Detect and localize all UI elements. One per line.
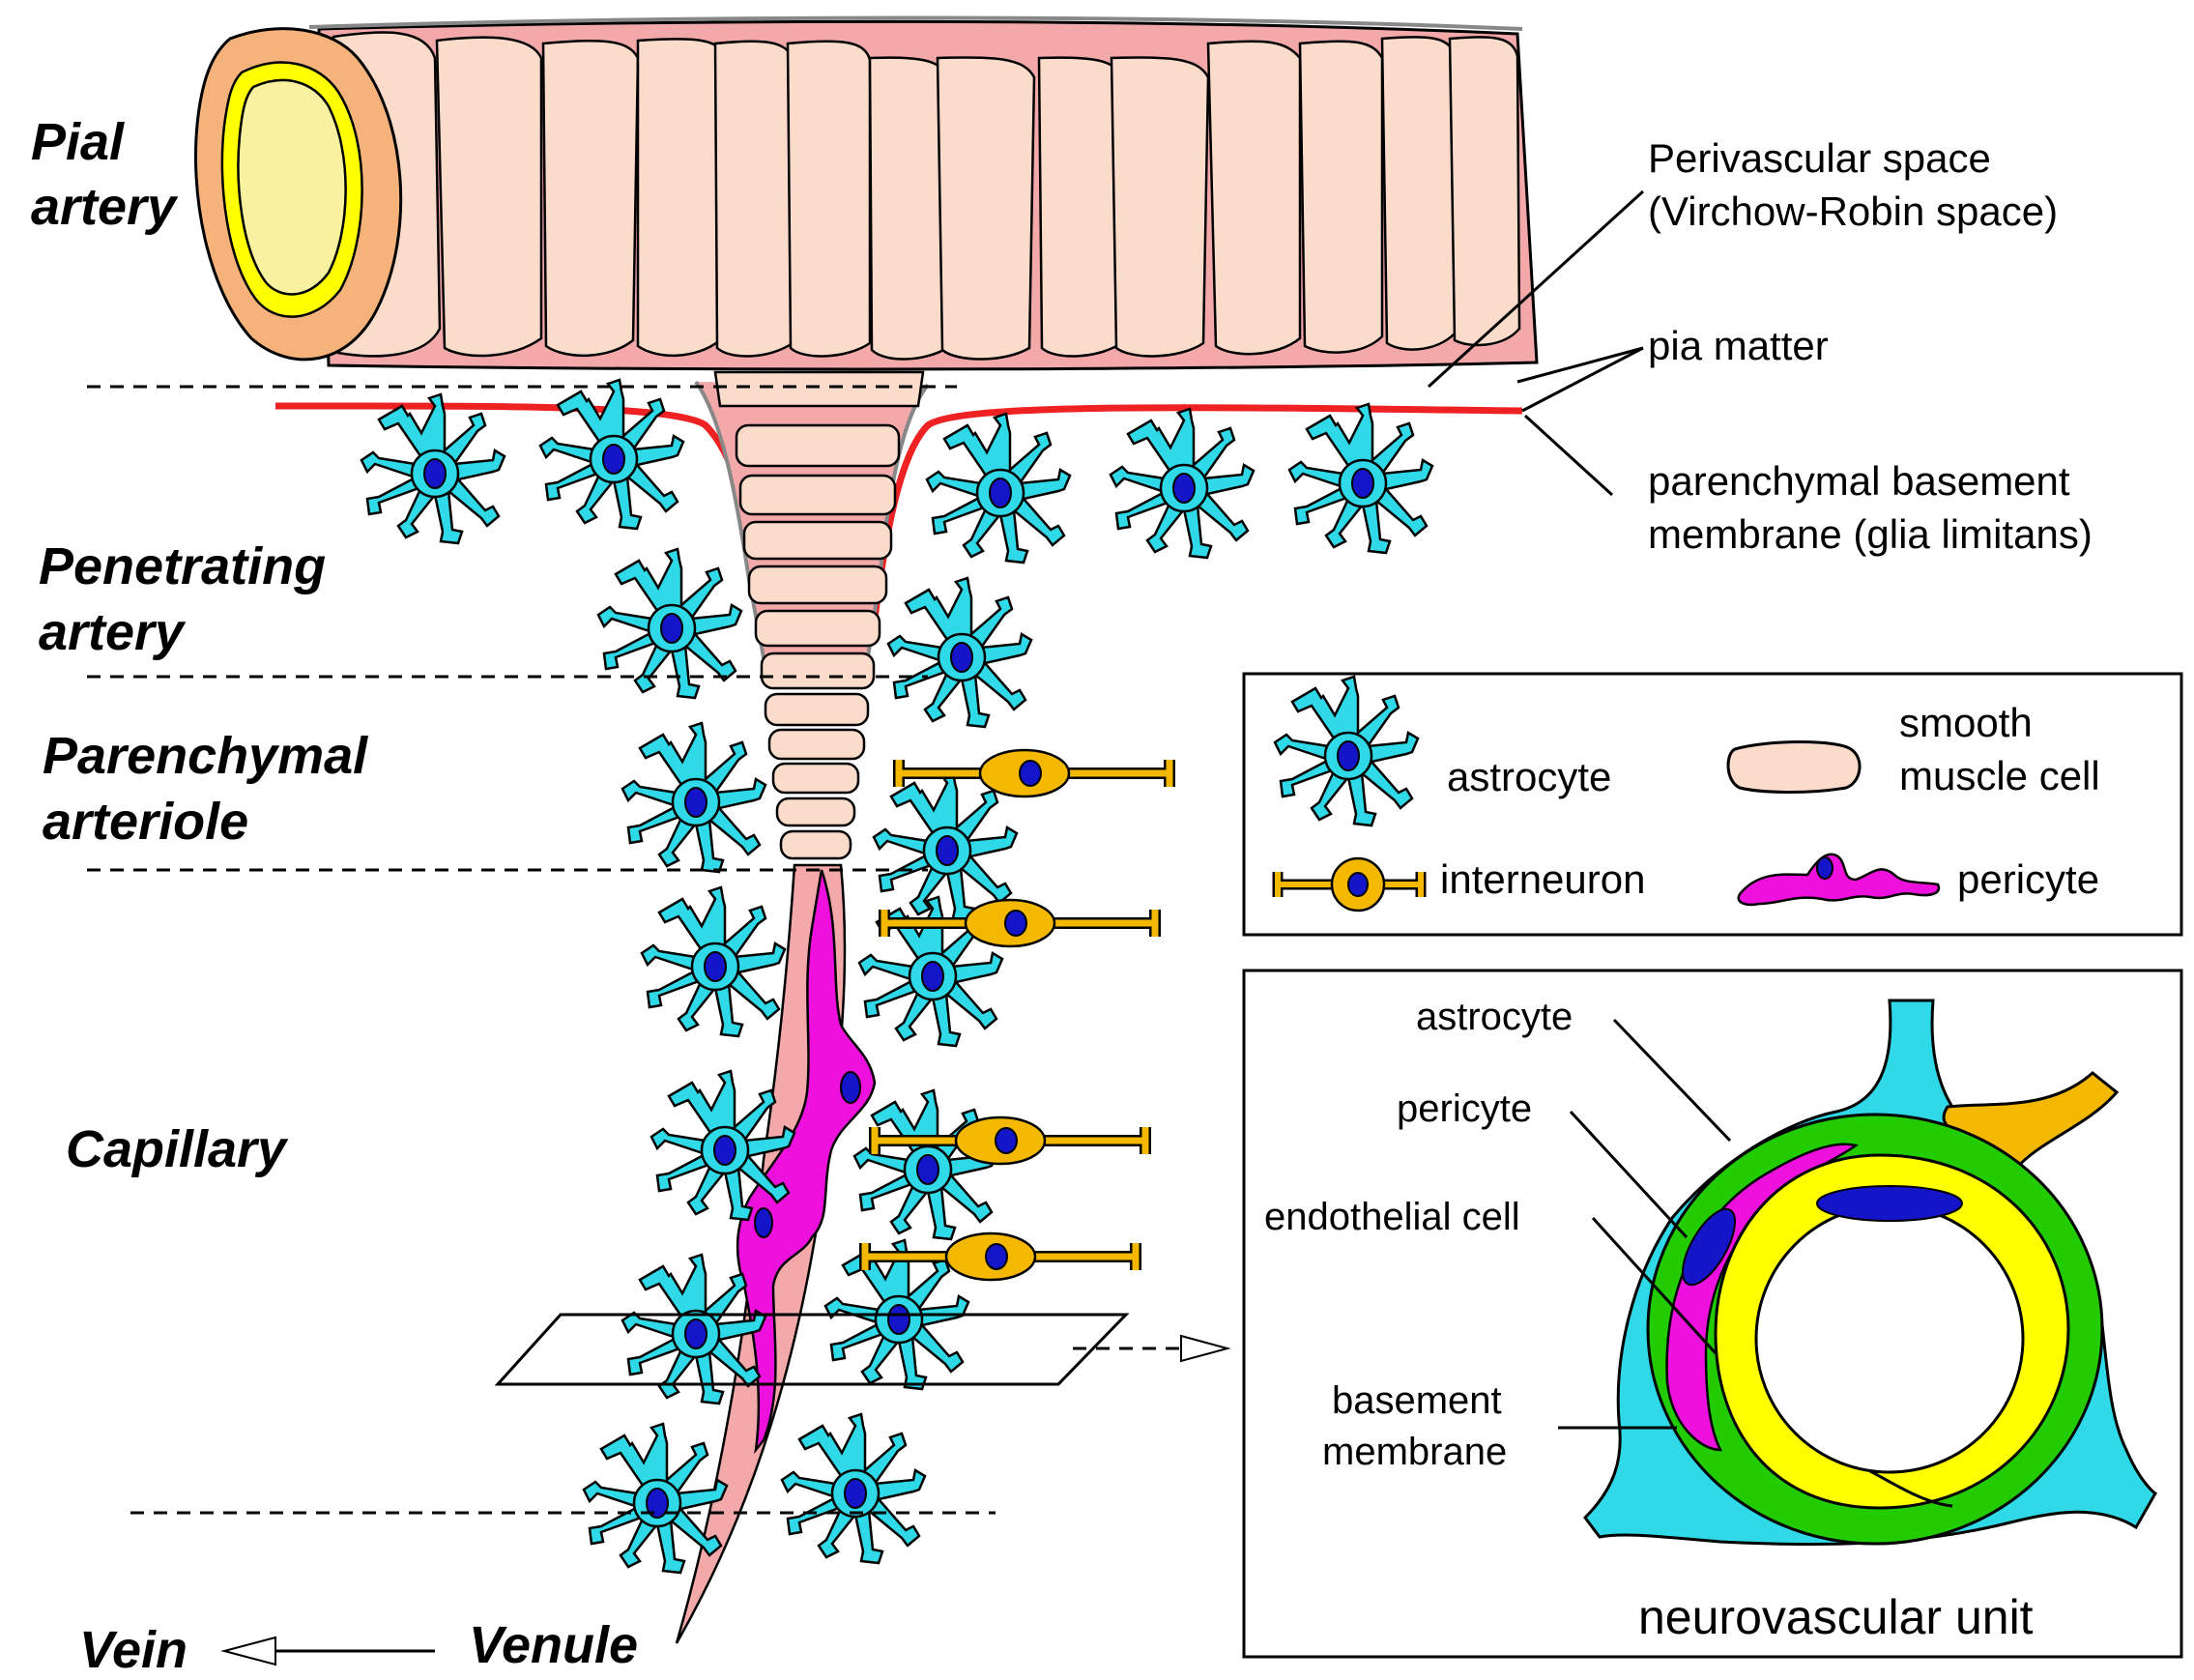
pial-smooth-muscle-cells <box>332 31 1521 361</box>
nvu-pericyte-nucleus <box>1682 1207 1736 1287</box>
astrocyte <box>582 1422 729 1575</box>
label-parenchymal-arteriole: Parenchymal <box>43 727 368 785</box>
label-parenchymal-basement-membrane: membrane (glia limitans) <box>1648 511 2093 557</box>
leader-glia-limitans <box>1523 414 1614 497</box>
label-pia-matter: pia matter <box>1648 323 1829 368</box>
pericyte-nucleus <box>840 1071 861 1104</box>
pial-artery-cross-section <box>194 27 403 362</box>
legend-pericyte: pericyte <box>1957 856 2099 902</box>
nvu-leader-pericyte <box>1569 1110 1689 1239</box>
astrocyte <box>640 885 787 1038</box>
nvu-title: neurovascular unit <box>1638 1590 2034 1644</box>
vein-arrow <box>220 1636 435 1666</box>
label-penetrating-artery: Penetrating <box>39 537 326 595</box>
legend-interneuron-icon <box>1272 856 1427 912</box>
label-pial-artery: Pial <box>31 113 125 171</box>
legend: astrocyte smooth muscle cell interneuron… <box>1242 672 2183 937</box>
astrocyte <box>1287 402 1434 555</box>
nvu-label-basement-membrane: basement <box>1332 1379 1502 1422</box>
leader-pia-2 <box>1521 346 1644 413</box>
pericyte-nucleus <box>754 1207 773 1238</box>
penetrating-smc-stack <box>735 423 901 860</box>
leader-pia-1 <box>1516 346 1644 384</box>
nvu-label-pericyte: pericyte <box>1397 1087 1532 1130</box>
label-perivascular-space: Perivascular space <box>1648 135 1991 181</box>
interneuron <box>899 750 1169 797</box>
astrocyte <box>780 1412 927 1565</box>
legend-pericyte-icon <box>1737 853 1941 907</box>
legend-astrocyte-icon <box>1273 675 1420 827</box>
nvu-label-basement-membrane: membrane <box>1322 1431 1507 1473</box>
legend-astrocyte: astrocyte <box>1447 754 1611 799</box>
astrocyte <box>360 392 506 545</box>
nvu-lumen <box>1754 1203 2025 1474</box>
neurovascular-unit-panel: astrocyte pericyte endothelial cell base… <box>1242 969 2183 1659</box>
cross-section-plane <box>494 1313 1130 1386</box>
nvu-endothelial-nucleus <box>1816 1185 1963 1222</box>
pial-artery <box>194 15 1539 371</box>
label-capillary: Capillary <box>66 1120 289 1178</box>
legend-smooth-muscle-icon <box>1726 740 1862 795</box>
astrocyte <box>925 412 1072 565</box>
legend-interneuron: interneuron <box>1440 856 1645 902</box>
label-pial-artery: artery <box>31 178 179 236</box>
astrocyte <box>852 1088 999 1241</box>
astrocyte <box>886 576 1033 729</box>
legend-smooth-muscle-cell: muscle cell <box>1899 753 2100 798</box>
astrocytes <box>360 378 1434 1575</box>
label-penetrating-artery: artery <box>39 603 187 661</box>
legend-smooth-muscle-cell: smooth <box>1899 700 2033 745</box>
astrocyte <box>650 1069 796 1222</box>
cross-section-arrow <box>1073 1334 1231 1363</box>
astrocyte <box>621 721 767 874</box>
label-venule: Venule <box>469 1616 638 1674</box>
label-vein: Vein <box>79 1621 188 1679</box>
astrocyte <box>872 769 1019 922</box>
astrocyte <box>538 378 685 531</box>
label-perivascular-space: (Virchow-Robin space) <box>1648 188 2058 234</box>
astrocyte <box>621 1253 767 1405</box>
astrocyte <box>1109 407 1256 560</box>
nvu-label-endothelial-cell: endothelial cell <box>1264 1196 1520 1238</box>
label-parenchymal-arteriole: arteriole <box>43 793 248 851</box>
nvu-leader-endothelial <box>1591 1216 1718 1355</box>
nvu-label-astrocyte: astrocyte <box>1416 996 1573 1038</box>
label-parenchymal-basement-membrane: parenchymal basement <box>1648 458 2070 504</box>
penetrating-artery <box>274 370 1523 860</box>
leader-perivascular <box>1427 189 1645 389</box>
nvu-leader-astrocyte <box>1612 1018 1732 1143</box>
